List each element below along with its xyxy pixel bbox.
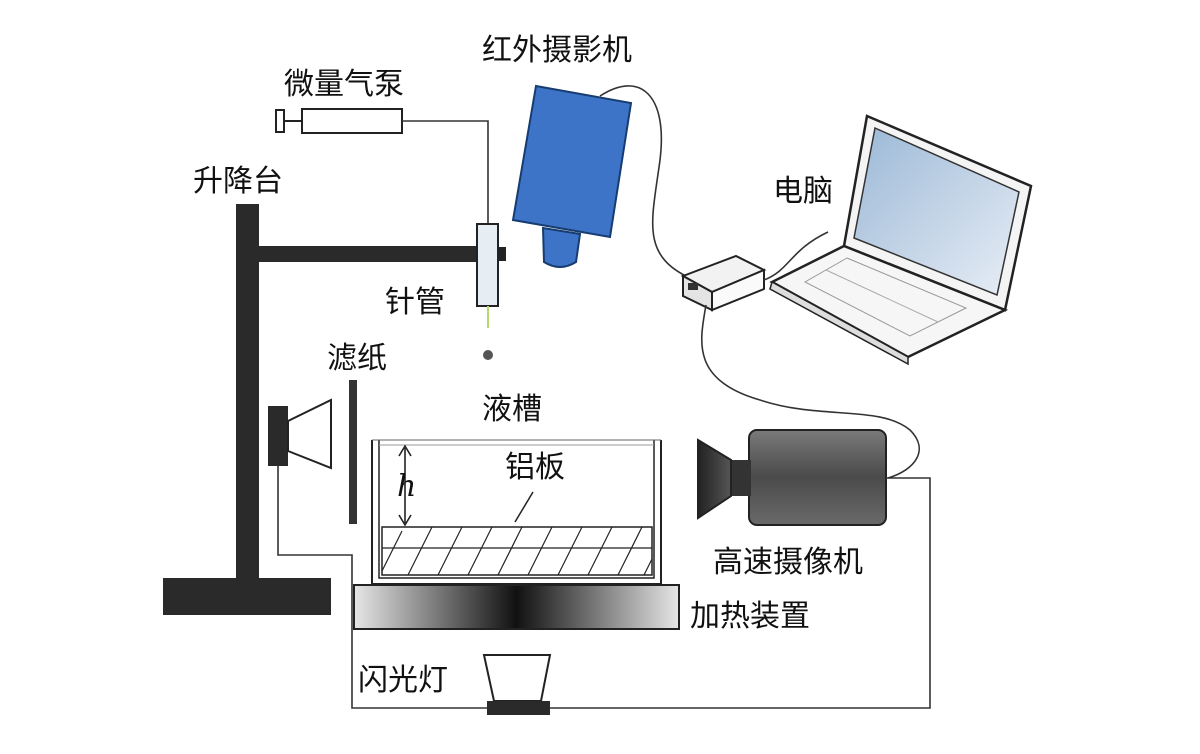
label-needle: 针管: [385, 285, 445, 320]
plate-leader: [514, 491, 534, 523]
laptop: [769, 114, 1033, 366]
label-computer: 电脑: [773, 174, 833, 209]
stand-base: [163, 578, 331, 615]
interface-box: [680, 254, 767, 312]
lift-stand: [163, 204, 479, 615]
needle: [476, 223, 506, 360]
label-height: h: [397, 469, 416, 504]
hs-camera-cable: [700, 304, 920, 479]
pump-tube: [402, 120, 489, 224]
height-arrow: [398, 444, 412, 527]
flash-lamp: [482, 654, 552, 715]
heater: [353, 584, 680, 630]
label-liquid-tank: 液槽: [482, 392, 542, 427]
label-high-speed-camera: 高速摄像机: [713, 545, 863, 580]
label-lift-stand: 升降台: [193, 164, 283, 199]
filter-paper: [349, 380, 357, 524]
label-aluminum-plate: 铝板: [505, 450, 565, 485]
ir-camera-cable: [599, 85, 691, 279]
droplet: [483, 350, 493, 360]
label-micro-pump: 微量气泵: [284, 67, 404, 102]
label-flash-lamp: 闪光灯: [358, 663, 448, 698]
stand-pole: [236, 204, 259, 580]
label-ir-camera: 红外摄影机: [482, 33, 632, 68]
stand-arm: [259, 246, 479, 262]
computer-cable: [763, 231, 829, 281]
high-speed-camera: [697, 429, 887, 526]
ir-camera: [511, 84, 633, 268]
label-heater: 加热装置: [690, 599, 810, 634]
trigger-wire: [277, 466, 487, 709]
side-lamp: [268, 398, 332, 470]
trigger-wire-camera: [550, 477, 931, 709]
aluminum-plate: [381, 526, 653, 576]
label-filter-paper: 滤纸: [327, 341, 387, 376]
micro-pump: [275, 108, 403, 134]
